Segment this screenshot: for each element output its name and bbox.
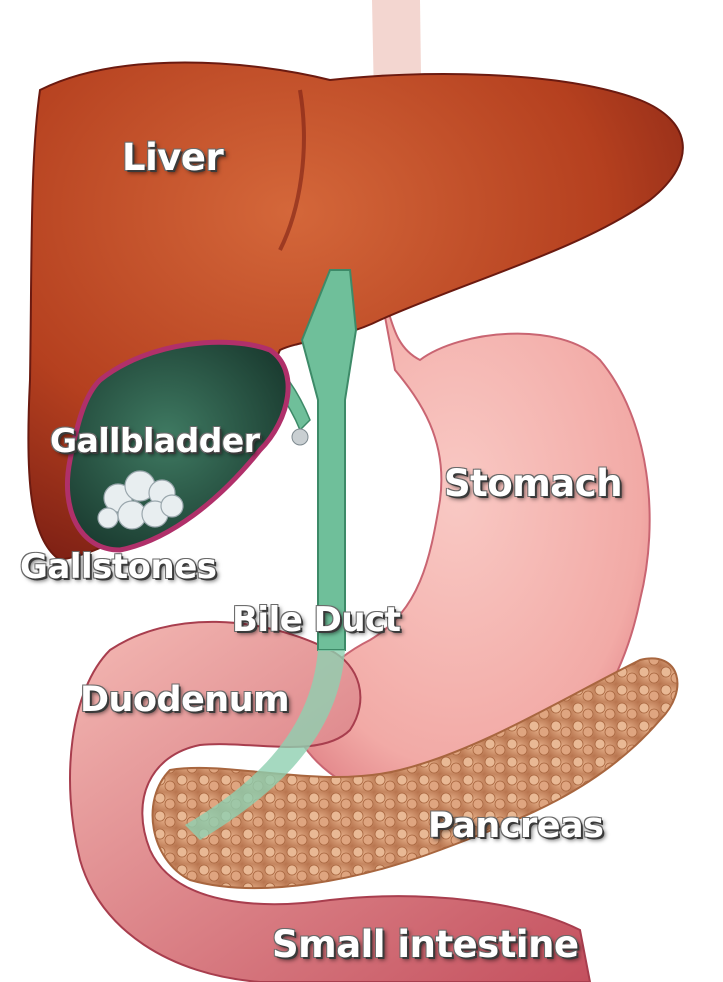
bile-duct-label: Bile Duct (232, 600, 400, 640)
duct-stone (292, 429, 308, 445)
bile-duct (302, 270, 356, 650)
liver-label: Liver (122, 136, 223, 179)
duodenum-label: Duodenum (80, 680, 289, 720)
small-intestine-label: Small intestine (272, 923, 579, 966)
gallbladder-label: Gallbladder (50, 421, 260, 460)
gallstones-label: Gallstones (20, 547, 217, 587)
stomach-label: Stomach (444, 462, 622, 505)
pancreas-label: Pancreas (428, 806, 603, 846)
